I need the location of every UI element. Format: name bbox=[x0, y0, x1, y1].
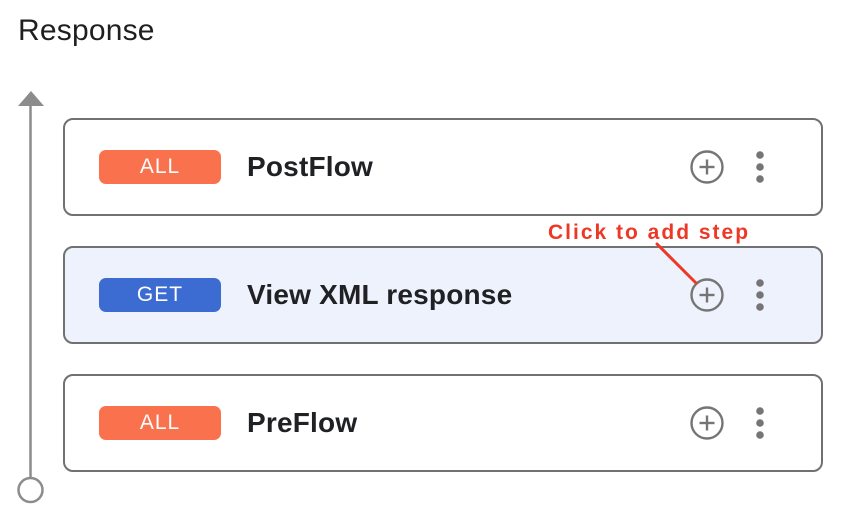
add-step-button[interactable] bbox=[689, 277, 725, 313]
method-badge: ALL bbox=[99, 150, 221, 184]
method-badge: GET bbox=[99, 278, 221, 312]
plus-circle-icon bbox=[690, 278, 724, 312]
card-actions bbox=[689, 276, 768, 314]
card-actions bbox=[689, 148, 768, 186]
flow-name: View XML response bbox=[247, 279, 513, 310]
open-circle-icon bbox=[17, 476, 44, 504]
page-title: Response bbox=[18, 14, 155, 47]
method-badge: ALL bbox=[99, 406, 221, 440]
plus-circle-icon bbox=[690, 406, 724, 440]
arrow-up-icon bbox=[18, 91, 44, 106]
add-step-button[interactable] bbox=[689, 405, 725, 441]
flow-name: PostFlow bbox=[247, 151, 374, 182]
flow-card-postflow[interactable]: ALL PostFlow bbox=[63, 118, 823, 216]
kebab-menu-button[interactable] bbox=[752, 404, 768, 442]
kebab-menu-icon bbox=[756, 407, 764, 439]
flow-card-view-xml-response[interactable]: GET View XML response bbox=[63, 246, 823, 344]
add-step-button[interactable] bbox=[689, 149, 725, 185]
kebab-menu-button[interactable] bbox=[752, 148, 768, 186]
flow-card-preflow[interactable]: ALL PreFlow bbox=[63, 374, 823, 472]
flow-card-list: ALL PostFlow bbox=[63, 118, 823, 472]
kebab-menu-icon bbox=[756, 279, 764, 311]
kebab-menu-icon bbox=[756, 151, 764, 183]
card-actions bbox=[689, 404, 768, 442]
plus-circle-icon bbox=[690, 150, 724, 184]
flow-direction-rail bbox=[17, 91, 44, 504]
annotation-text: Click to add step bbox=[548, 221, 751, 244]
flow-name: PreFlow bbox=[247, 407, 358, 438]
kebab-menu-button[interactable] bbox=[752, 276, 768, 314]
